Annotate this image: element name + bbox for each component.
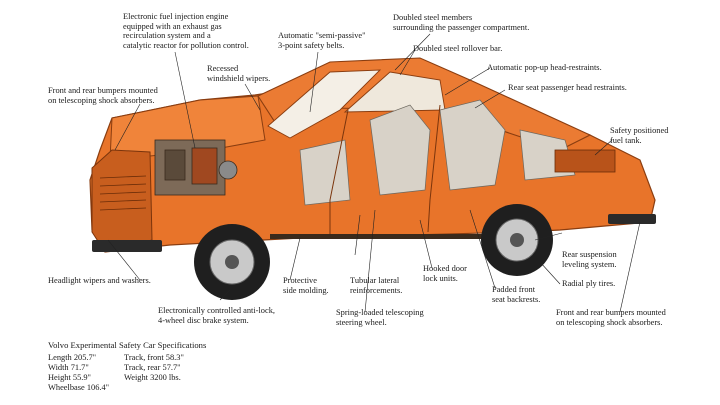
callout-rollover-bar: Doubled steel rollover bar. [413,44,503,53]
spec-length: Length 205.7" [48,353,97,362]
car-fuel-tank [554,149,616,173]
car-door-lines [329,104,441,235]
callout-headlight-wipers: Headlight wipers and washers. [48,276,151,285]
spec-width: Width 71.7" [48,363,89,372]
spec-wheelbase: Wheelbase 106.4" [48,383,110,392]
callout-seat-backrests: Padded front seat backrests. [492,285,541,304]
spec-track-front: Track, front 58.3" [124,353,184,362]
callout-windshield-wipers: Recessed windshield wipers. [207,64,271,83]
callout-front-bumpers: Front and rear bumpers mounted on telesc… [48,86,158,105]
callout-rear-bumpers: Front and rear bumpers mounted on telesc… [556,308,666,327]
callout-rear-head-restraints: Rear seat passenger head restraints. [508,83,627,92]
callout-lateral-reinforcements: Tubular lateral reinforcements. [350,276,403,295]
callout-leader-lines [107,33,641,313]
car-front-bumper [92,240,162,252]
car-grille [99,175,147,211]
callout-steel-members: Doubled steel members surrounding the pa… [393,13,530,32]
car-engine [154,139,238,196]
specs-title: Volvo Experimental Safety Car Specificat… [48,340,207,350]
spec-height: Height 55.9" [48,373,91,382]
spec-track-rear: Track, rear 57.7" [124,363,181,372]
callout-fuel-injection: Electronic fuel injection engine equippe… [123,12,249,50]
car-front-wheel [194,224,270,300]
spec-weight: Weight 3200 lbs. [124,373,181,382]
car-windshield [267,69,382,139]
callout-steering-wheel: Spring-loaded telescoping steering wheel… [336,308,424,327]
callout-radial-tires: Radial ply tires. [562,279,616,288]
callout-side-molding: Protective side molding. [283,276,329,295]
callout-head-restraints: Automatic pop-up head-restraints. [487,63,602,72]
callout-safety-belts: Automatic "semi-passive" 3-point safety … [278,31,366,50]
car-rear-bumper [608,214,656,224]
callout-anti-lock: Electronically controlled anti-lock, 4-w… [158,306,275,325]
callout-rear-suspension: Rear suspension leveling system. [562,250,617,269]
callout-fuel-tank: Safety positioned fuel tank. [610,126,669,145]
car-rear-wheel [481,204,553,276]
callout-door-lock: Hooked door lock units. [423,264,467,283]
car-side-molding [270,234,520,239]
